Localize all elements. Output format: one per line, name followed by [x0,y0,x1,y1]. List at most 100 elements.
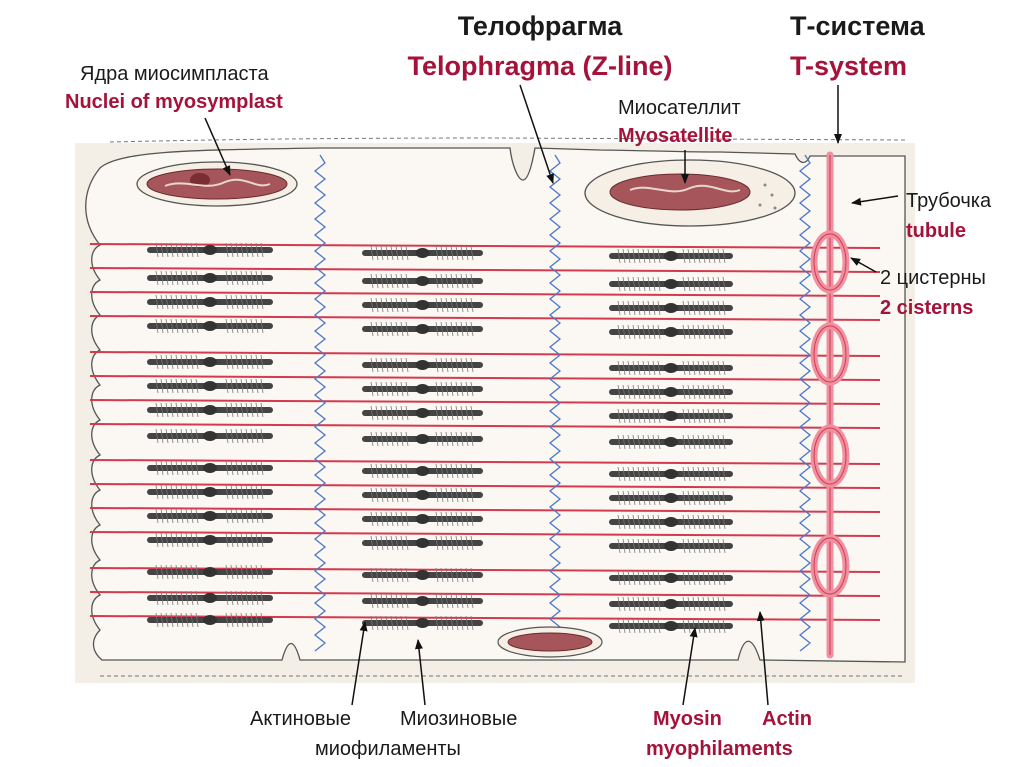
actin-ru-label: Актиновые [250,708,351,730]
cross-bridges [155,270,264,286]
telophragma-en-label: Telophragma (Z-line) [407,51,673,81]
cross-bridges [155,564,264,580]
cross-bridges [370,431,474,447]
m-line-node [415,490,430,500]
cross-bridges [370,463,474,479]
m-line-node [415,570,430,580]
m-line-node [415,300,430,310]
cross-bridges [155,402,264,418]
actin-filament [89,267,881,273]
actin-filament [89,243,881,249]
pointer-arrow [519,84,554,184]
cross-bridges [370,535,474,551]
m-line-node [415,408,430,418]
m-line-node [415,538,430,548]
m-line-node [664,387,678,397]
tsystem-ru-label: Т-система [790,11,925,41]
m-line-node [203,593,217,603]
cross-bridges [370,405,474,421]
m-line-node [664,469,678,479]
actin-filament [89,483,881,489]
nuclei-ru-label: Ядра миосимпласта [80,63,269,85]
cross-bridges [617,538,726,554]
cistern-edge [813,325,847,383]
m-line-node [203,245,217,255]
cross-bridges [155,460,264,476]
actin-filament [89,531,881,537]
actin-filament [89,351,881,357]
myosin-en-label: Myosin [653,708,722,730]
m-line-node [203,511,217,521]
m-line-node [203,381,217,391]
cross-bridges [155,484,264,500]
cross-bridges [155,378,264,394]
cross-bridges [617,384,726,400]
cross-bridges [617,514,726,530]
cross-bridges [617,276,726,292]
z-line [548,154,562,652]
actin-filament [89,507,881,513]
m-line-node [415,324,430,334]
cistern-edge [813,427,847,485]
cross-bridges [370,357,474,373]
nuclei [136,159,796,658]
cross-bridges [370,321,474,337]
tubule-ru-label: Трубочка [906,190,992,212]
cross-bridges [370,297,474,313]
cross-bridges [617,248,726,264]
cross-bridges [617,300,726,316]
cross-bridges [617,466,726,482]
m-line-node [415,384,430,394]
cross-bridges [617,408,726,424]
pointer-arrow [351,621,368,706]
actin-filament [89,459,881,465]
nucleus-top [136,161,298,207]
myosatellite-en-label: Myosatellite [618,125,733,147]
myosatellite-nucleus [584,159,796,227]
m-line-node [415,514,430,524]
m-line-node [664,517,678,527]
actin-filament [89,375,881,381]
actin-en-label: Actin [762,708,812,730]
m-line-node [203,297,217,307]
cross-bridges [617,618,726,634]
pointer-arrows [204,84,899,706]
m-line-node [203,463,217,473]
m-line-node [664,279,678,289]
cross-bridges [617,596,726,612]
m-line-node [664,621,678,631]
cross-bridges [370,511,474,527]
myosatellite-ru-label: Миосателлит [618,97,741,119]
cisterns-en-label: 2 cisterns [880,297,974,319]
actin-filament [89,315,881,321]
actin-filament [89,291,881,297]
m-line-node [415,466,430,476]
myofilaments-en-label: myophilaments [646,738,793,760]
cross-bridges [617,434,726,450]
m-line-node [664,363,678,373]
cistern-edge [813,233,847,291]
cross-bridges [155,428,264,444]
sarcolemma [85,147,906,663]
m-line-node [203,431,217,441]
m-line-node [203,321,217,331]
cross-bridges [370,567,474,583]
cross-bridges [155,590,264,606]
actin-filament [89,423,881,429]
z-line [313,154,327,652]
z-line [798,154,812,652]
pointer-arrow [850,257,877,273]
m-line-node [664,327,678,337]
m-line-node [664,303,678,313]
cross-bridges [155,612,264,628]
actin-myofilaments [89,243,881,621]
cross-bridges [370,273,474,289]
m-line-node [415,360,430,370]
telophragma-ru-label: Телофрагма [457,11,623,41]
cross-bridges [617,570,726,586]
m-line-node [664,493,678,503]
m-line-node [203,357,217,367]
m-line-node [203,487,217,497]
cross-bridges [370,615,474,631]
